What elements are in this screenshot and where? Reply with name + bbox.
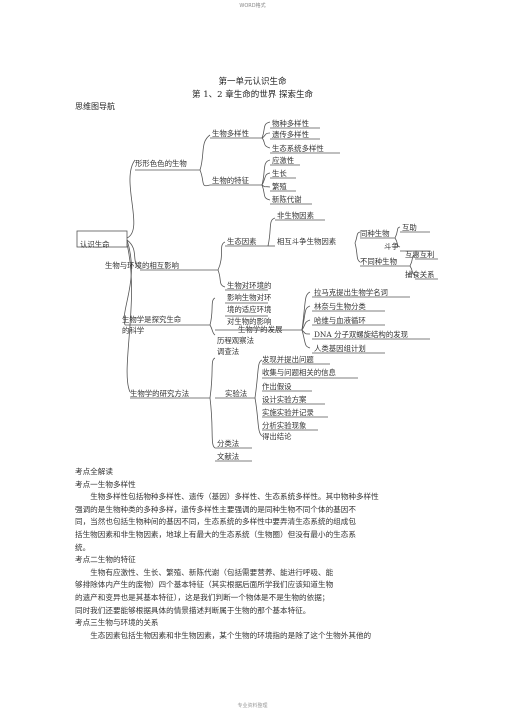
- point-2-title: 考点二生物的特征: [75, 555, 136, 565]
- node-genetic-diversity: 遗传多样性: [272, 130, 309, 139]
- node-adapt-2: 影响生物对环: [227, 293, 271, 302]
- point-1-line: 同，当然也包括生物种间的基因不同，生态系统的多样性中要弄清生态系统的组成包: [75, 517, 356, 527]
- point-2-line: 同时我们还要能够根据具体的情景描述判断属于生物的那个基本特征。: [75, 605, 311, 615]
- node-experiment: 实验法: [225, 389, 247, 398]
- mind-map-diagram: 认识生命 形形色色的生物 生物多样性 物种多样性 遗传多样性 生态系统多样性 生…: [76, 119, 438, 462]
- node-step-3: 作出假设: [262, 382, 292, 391]
- node-eco-factor: 生态因素: [227, 237, 257, 246]
- study-notes: 考点全解读 考点一生物多样性 生物多样性包括物种多样性、遗传（基因）多样性、生态…: [75, 466, 435, 642]
- point-1-line: 括生物因素和非生物因素，地球上有最大的生态系统（生物圈）但没有最小的生态系: [75, 529, 356, 539]
- node-same-species: 同种生物: [360, 229, 390, 238]
- node-env-relation: 生物与环境的相互影响: [105, 261, 179, 270]
- node-struggle: 斗争: [384, 242, 399, 251]
- node-step-7: 得出结论: [262, 432, 292, 441]
- node-growth: 生长: [272, 169, 287, 178]
- node-genome: 人类基因组计划: [314, 344, 366, 353]
- node-stimulus: 应激性: [272, 156, 294, 165]
- node-adapt-1: 生物对环境的: [227, 281, 271, 290]
- node-mutualism: 互惠互利: [405, 250, 435, 259]
- node-species-diversity: 物种多样性: [272, 119, 309, 128]
- page-footer: 专业资料整理: [237, 703, 268, 709]
- notes-heading: 考点全解读: [75, 467, 113, 476]
- node-lamarck: 拉马克提出生物学名词: [314, 288, 388, 297]
- node-abiotic: 非生物因素: [277, 211, 315, 220]
- node-step-5: 实施实验并记录: [262, 408, 314, 417]
- node-biotic: 相互斗争生物因素: [277, 237, 337, 246]
- mindmap-heading: 思维图导航: [75, 102, 115, 111]
- node-colorful-organisms: 形形色色的生物: [135, 159, 187, 168]
- mindmap-root: 认识生命: [80, 240, 110, 249]
- node-step-1: 发现并提出问题: [262, 355, 314, 364]
- node-step-6: 分析实验现象: [262, 421, 307, 430]
- point-1-line: 强调的是生物种类的多种多样，遗传多样性主要强调的是同种生物不同个体的基因不: [75, 504, 356, 514]
- node-harvey: 哈维与血液循环: [314, 316, 366, 325]
- unit-title: 第一单元认识生命: [218, 77, 287, 87]
- node-mutual-help: 互助: [402, 223, 417, 232]
- point-2-line: 生物有应激性、生长、繁殖、新陈代谢（包括需要营养、能进行呼吸、能: [90, 567, 334, 577]
- point-3-line: 生态因素包括生物因素和非生物因素，某个生物的环境指的是除了这个生物外其他的: [90, 630, 372, 640]
- node-research-methods: 生物学的研究方法: [130, 389, 189, 398]
- page-header: WORD格式: [239, 3, 266, 9]
- node-step-2: 收集与问题相关的信息: [262, 368, 336, 377]
- node-history-1: 历程观察法: [217, 336, 254, 345]
- node-predation: 捕食关系: [405, 270, 435, 279]
- node-reproduction: 繁殖: [272, 182, 287, 191]
- node-dna: DNA 分子双螺旋结构的发现: [314, 330, 409, 339]
- node-development: 生物学的发展: [238, 325, 283, 334]
- node-linnaeus: 林奈与生物分类: [314, 302, 366, 311]
- node-diff-species: 不同种生物: [360, 257, 398, 266]
- node-science-1: 生物学是探究生命: [122, 315, 182, 324]
- node-biodiversity: 生物多样性: [212, 129, 249, 138]
- point-2-line: 的遗产和变异也是其基本特征），这是我们判断一个物体是不是生物的依据；: [75, 592, 330, 602]
- point-1-title: 考点一生物多样性: [75, 479, 136, 489]
- node-adapt-4: 对生物的影响: [227, 317, 271, 326]
- node-history-2: 调查法: [217, 347, 239, 356]
- point-1-line: 统。: [75, 542, 91, 552]
- point-3-title: 考点三生物与环境的关系: [75, 618, 159, 628]
- node-classification: 分类法: [217, 439, 239, 448]
- node-life-features: 生物的特征: [212, 176, 250, 185]
- node-step-4: 设计实验方案: [262, 395, 307, 404]
- node-literature: 文献法: [217, 452, 239, 461]
- point-2-line: 够排除体内产生的废物）四个基本特征（其实根据后面所学我们应该知道生物: [75, 580, 334, 590]
- point-1-line: 生物多样性包括物种多样性、遗传（基因）多样性、生态系统多样性。其中物种多样性: [90, 492, 379, 502]
- node-metabolism: 新陈代谢: [272, 195, 302, 204]
- node-ecosystem-diversity: 生态系统多样性: [272, 144, 324, 153]
- chapter-title: 第 1、2 章生命的世界 探索生命: [192, 90, 313, 100]
- node-adapt-3: 境的适应环境: [227, 305, 272, 314]
- node-science-2: 的科学: [122, 326, 144, 335]
